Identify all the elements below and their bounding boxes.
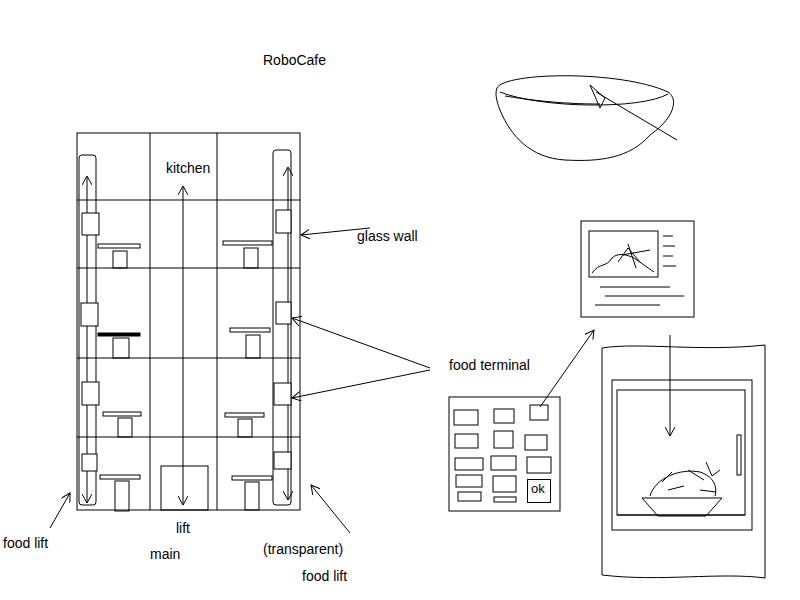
key-text: ok (528, 480, 550, 497)
text-label: food lift (3, 535, 48, 551)
text-label: glass wall (357, 228, 418, 244)
text-label: main (150, 546, 180, 562)
text-label: kitchen (166, 160, 210, 176)
text-label: food lift (302, 568, 347, 584)
text-label: lift (176, 520, 190, 536)
diagram-title: RoboCafe (263, 52, 326, 68)
text-label: (transparent) (263, 541, 343, 557)
keypad-key: ok (527, 479, 551, 503)
text-label: food terminal (449, 357, 530, 373)
